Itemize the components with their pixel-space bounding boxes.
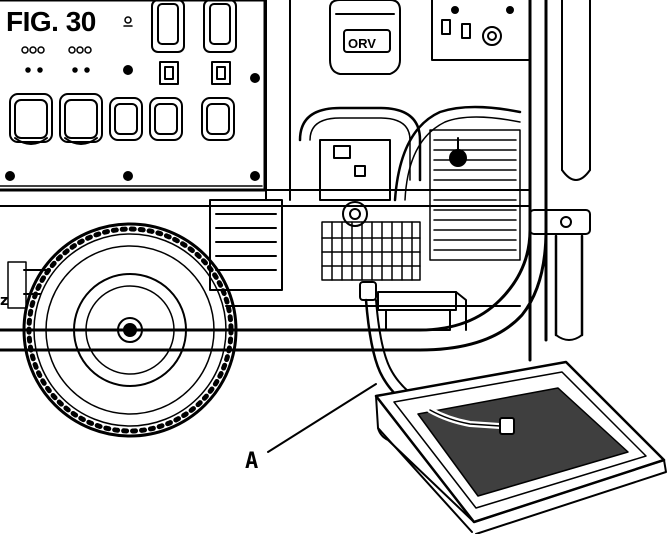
panel-screw-icon <box>250 73 260 83</box>
switch-icon <box>159 61 231 85</box>
cooling-fins <box>321 221 421 281</box>
panel-screw-icon <box>250 171 260 181</box>
figure-title: FIG. 30 <box>6 6 96 37</box>
outlet-icon <box>109 97 143 141</box>
breaker-icon <box>68 46 92 73</box>
muffler-fins <box>429 129 521 261</box>
edge-text-fragment: z <box>0 293 9 309</box>
callout-label-a: A <box>245 449 259 474</box>
panel-screw-icon <box>5 171 15 181</box>
panel-screw-icon <box>123 171 133 181</box>
outlet-icon <box>149 97 183 141</box>
panel-screw-icon <box>123 65 133 75</box>
oil-drain-pan <box>374 360 667 534</box>
outlet-icon <box>201 97 235 141</box>
receptacle-icon <box>151 0 237 53</box>
wheel <box>7 222 238 438</box>
outlet-icon <box>9 93 53 145</box>
engine-assembly: ORV <box>0 0 591 362</box>
engine-valve-label: ORV <box>348 36 376 51</box>
outlet-icon <box>59 93 103 145</box>
fuse-icon <box>123 16 133 27</box>
breaker-icon <box>21 46 45 73</box>
control-panel <box>0 0 267 192</box>
callout-leader-line <box>267 383 377 453</box>
oil-drain-valve <box>359 281 467 331</box>
